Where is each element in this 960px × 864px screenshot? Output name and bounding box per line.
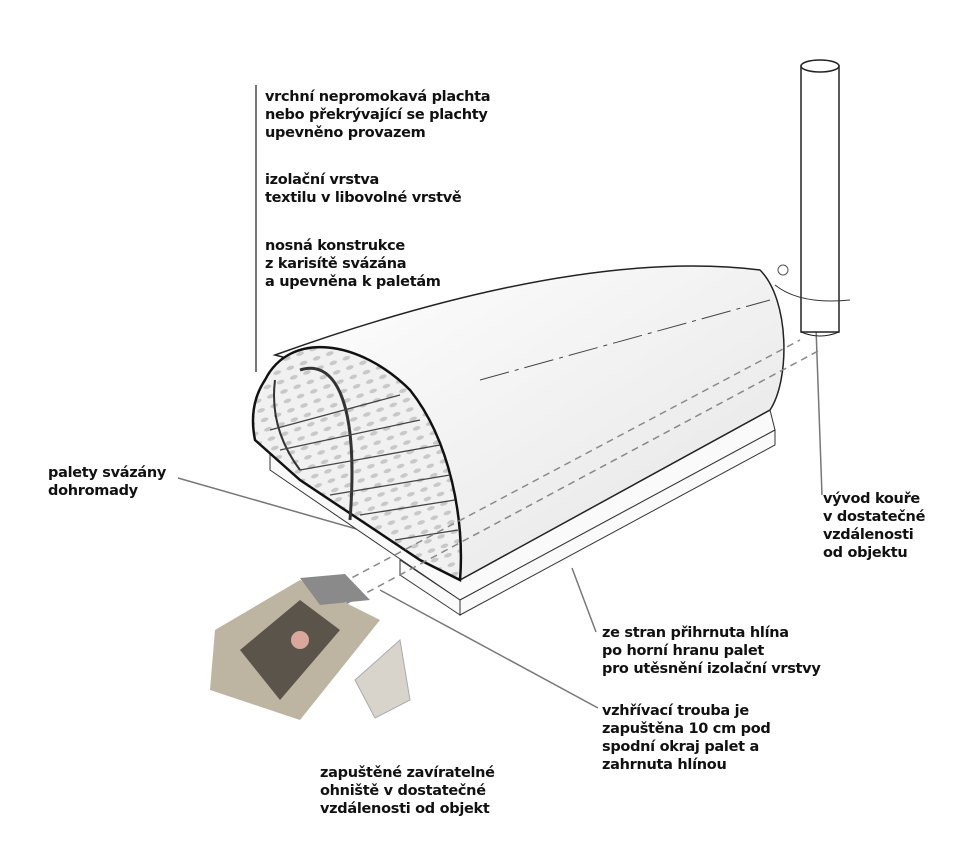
label-line: vzdálenosti od objekt	[320, 801, 490, 817]
label-soil: ze stran přihrnuta hlína po horní hranu …	[602, 624, 821, 678]
label-line: nebo překrývající se plachty	[265, 107, 488, 123]
label-line: zahrnuta hlínou	[602, 757, 727, 773]
label-chimney: vývod kouře v dostatečné vzdálenosti od …	[823, 490, 925, 562]
heating-pipe	[309, 339, 801, 601]
leader-pallets	[177, 477, 361, 531]
label-line: vývod kouře	[823, 491, 920, 507]
label-line: pro utěsnění izolační vrstvy	[602, 661, 821, 677]
label-fireplace: zapuštěné zavíratelné ohniště v dostateč…	[320, 764, 495, 818]
label-line: spodní okraj palet a	[602, 739, 759, 755]
leader-soil	[571, 567, 597, 633]
front-arch	[251, 345, 463, 582]
leader-pipe	[379, 589, 599, 709]
label-line: ohniště v dostatečné	[320, 783, 486, 799]
label-line: ze stran přihrnuta hlína	[602, 625, 789, 641]
label-line: vzhřívací trouba je	[602, 703, 749, 719]
label-pipe: vzhřívací trouba je zapuštěna 10 cm pod …	[602, 702, 771, 774]
label-insulation: izolační vrstva textilu v libovolné vrst…	[265, 171, 462, 207]
label-line: po horní hranu palet	[602, 643, 765, 659]
label-line: textilu v libovolné vrstvě	[265, 190, 462, 206]
label-line: a upevněna k paletám	[265, 274, 441, 290]
label-line: vzdálenosti	[823, 527, 914, 543]
label-line: izolační vrstva	[265, 172, 379, 188]
label-line: nosná konstrukce	[265, 238, 405, 254]
label-line: vrchní nepromokavá plachta	[265, 89, 491, 105]
label-line: palety svázány	[48, 465, 167, 481]
label-line: od objektu	[823, 545, 908, 561]
label-structure: nosná konstrukce z karisítě svázána a up…	[265, 237, 441, 291]
label-line: z karisítě svázána	[265, 256, 407, 272]
label-top-tarp: vrchní nepromokavá plachta nebo překrýva…	[265, 88, 491, 142]
label-line: zapuštěné zavíratelné	[320, 765, 495, 781]
label-line: zapuštěna 10 cm pod	[602, 721, 771, 737]
chimney	[774, 59, 851, 337]
fireplace-photo	[210, 574, 411, 720]
label-line: upevněno provazem	[265, 125, 426, 141]
label-pallets: palety svázány dohromady	[48, 464, 166, 500]
label-line: dohromady	[48, 483, 138, 499]
label-line: v dostatečné	[823, 509, 926, 525]
